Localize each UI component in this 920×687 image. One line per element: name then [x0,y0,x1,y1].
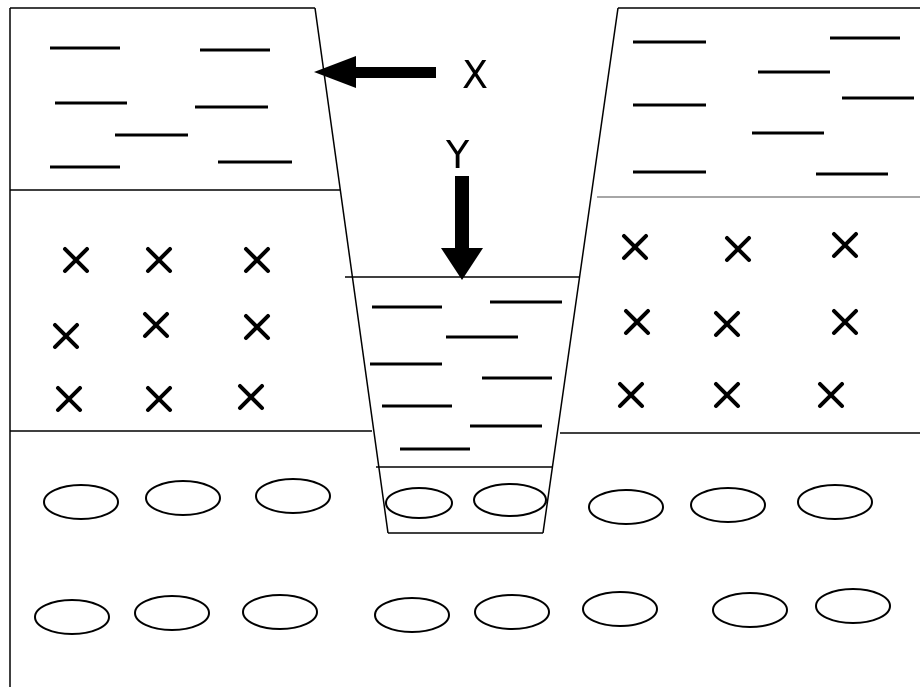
cross-mark [146,247,172,273]
arrow-x-label: X [462,53,488,97]
arrow-x-shaft [350,67,436,78]
arrow-y-label: Y [445,133,470,177]
pebble-oval [588,489,664,525]
valley-infill-dash-layer [370,300,562,451]
pebble-oval [474,594,550,630]
cross-mark [53,323,79,349]
pebble-oval [690,487,766,523]
cross-mark [143,312,169,338]
pebble-oval [242,594,318,630]
cross-mark [238,384,264,410]
cross-mark [624,309,650,335]
pebble-oval [34,599,110,635]
arrow-y: Y [441,133,483,280]
pebble-oval [473,483,547,517]
cross-mark [818,382,844,408]
valley-left-wall [314,7,389,534]
pebble-oval [374,597,450,633]
pebble-oval [797,484,873,520]
top-left-dash-layer [50,46,292,169]
cross-mark [63,247,89,273]
cross-mark [714,382,740,408]
pebble-oval [712,592,788,628]
arrow-x: X [314,53,488,97]
middle-right-cross-layer [618,232,858,408]
cross-mark [56,386,82,412]
pebble-oval [385,487,453,519]
bottom-pebble-layer [34,478,891,635]
cross-mark [146,386,172,412]
pebble-oval [815,588,891,624]
arrow-y-head [441,248,483,280]
arrow-x-head [314,56,356,88]
cross-mark [832,232,858,258]
cross-mark [622,234,648,260]
valley-right-wall [542,7,619,534]
cross-mark [714,311,740,337]
cross-mark [244,247,270,273]
pebble-oval [145,480,221,516]
cross-mark [618,382,644,408]
pebble-oval [255,478,331,514]
cross-mark [244,314,270,340]
cross-mark [832,309,858,335]
pebble-oval [134,595,210,631]
middle-left-cross-layer [53,247,270,412]
cross-mark [725,236,751,262]
top-right-dash-layer [633,36,914,176]
pebble-oval [43,484,119,520]
pebble-oval [582,591,658,627]
arrow-y-shaft [455,176,469,254]
